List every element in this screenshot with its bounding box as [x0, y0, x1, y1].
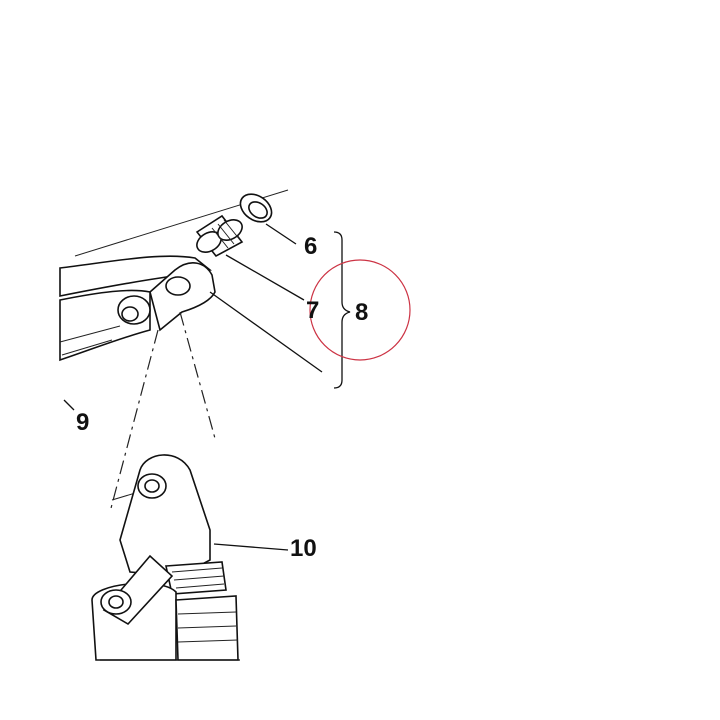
alignment-line-right [179, 311, 217, 443]
leader-10 [213, 543, 289, 551]
linkage-arm [59, 255, 216, 362]
group-brace [333, 231, 351, 389]
callout-6: 6 [304, 233, 317, 260]
callout-8: 8 [355, 299, 368, 326]
highlight-circle [309, 259, 411, 361]
callout-7: 7 [306, 297, 319, 324]
leader-8 [209, 291, 323, 373]
callout-9: 9 [76, 409, 89, 436]
leader-9 [63, 399, 75, 411]
leader-7 [225, 254, 305, 301]
seal-washer [239, 193, 273, 223]
leader-6 [265, 223, 297, 245]
shock-absorber [91, 454, 240, 661]
needle-bearing [195, 214, 244, 258]
callout-10: 10 [290, 535, 317, 562]
alignment-line-left [109, 329, 159, 513]
